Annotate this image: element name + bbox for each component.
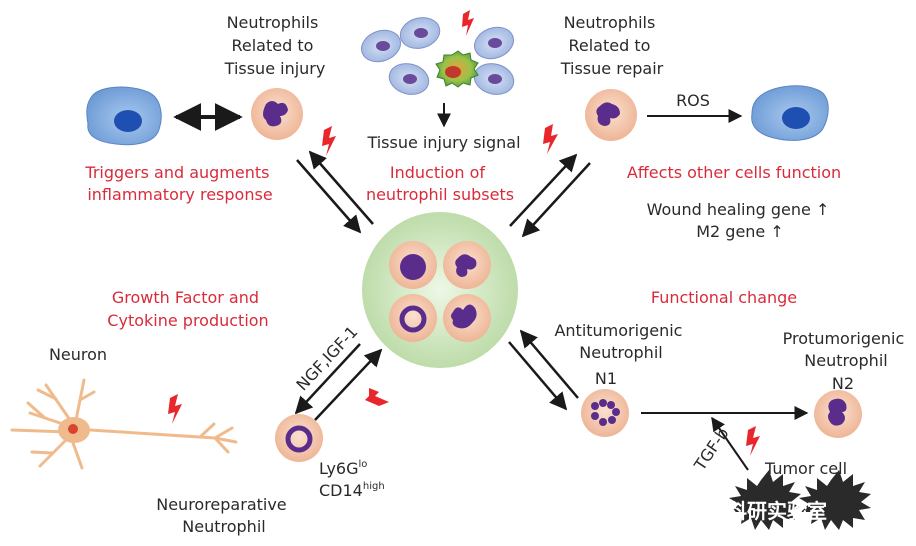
label-antitumorigenic: Antitumorigenic Neutrophil bbox=[554, 321, 687, 362]
tissue-cells bbox=[361, 17, 515, 95]
arrows-bottomright bbox=[508, 329, 579, 411]
label-triggers-inflammatory: Triggers and augments inflammatory respo… bbox=[84, 163, 274, 204]
label-tumor-cell: Tumor cell bbox=[764, 459, 847, 478]
label-ly6g: Ly6Glo bbox=[319, 459, 367, 478]
label-cd14: CD14high bbox=[319, 481, 385, 500]
neutrophil-repair bbox=[585, 89, 637, 141]
neutrophil-neuroreparative bbox=[275, 414, 323, 462]
neutrophil-n1 bbox=[581, 389, 629, 437]
watermark: 知乎 @基础科研实验室 bbox=[620, 499, 827, 523]
label-growth-factor: Growth Factor and Cytokine production bbox=[107, 288, 268, 330]
label-tissue-injury-signal: Tissue injury signal bbox=[366, 133, 520, 152]
lightning-icon bbox=[543, 124, 558, 154]
label-n2: N2 bbox=[832, 374, 854, 393]
label-neutrophils-injury: Neutrophils Related to Tissue injury bbox=[224, 13, 326, 78]
lightning-icon bbox=[322, 126, 336, 156]
arrows-bottomleft bbox=[294, 343, 383, 421]
label-ngf-igf: NGF,IGF-1 bbox=[292, 322, 361, 394]
lightning-icon bbox=[746, 426, 760, 456]
neutrophil-n2 bbox=[814, 390, 862, 438]
macrophage-right bbox=[751, 85, 829, 141]
lightning-icon bbox=[365, 388, 389, 406]
label-tgf-b: TGF-b bbox=[690, 424, 733, 475]
arrows-topleft bbox=[296, 150, 374, 234]
label-induction-subsets: Induction of neutrophil subsets bbox=[366, 163, 514, 204]
lightning-icon bbox=[168, 394, 182, 424]
macrophage-left bbox=[86, 86, 162, 146]
label-neutrophils-repair: Neutrophils Related to Tissue repair bbox=[560, 13, 664, 78]
label-n1: N1 bbox=[595, 369, 617, 388]
arrows-topright bbox=[509, 153, 591, 238]
tumor-cells bbox=[729, 470, 871, 530]
label-neuron: Neuron bbox=[49, 345, 107, 364]
label-protumorigenic: Protumorigenic Neutrophil bbox=[783, 329, 910, 370]
neuron bbox=[10, 378, 238, 470]
arrow-tgfb bbox=[711, 416, 749, 471]
label-neuroreparative: Neuroreparative Neutrophil bbox=[156, 495, 292, 536]
label-ros: ROS bbox=[676, 91, 710, 110]
label-wound-healing-gene: Wound healing gene ↑ bbox=[647, 200, 830, 219]
lightning-icon bbox=[462, 10, 474, 36]
label-m2-gene: M2 gene ↑ bbox=[696, 222, 784, 241]
label-affects-other-cells: Affects other cells function bbox=[627, 163, 841, 182]
neutrophil-subsets-circle bbox=[362, 212, 518, 368]
neutrophil-injury bbox=[251, 88, 303, 140]
label-functional-change: Functional change bbox=[651, 288, 797, 307]
